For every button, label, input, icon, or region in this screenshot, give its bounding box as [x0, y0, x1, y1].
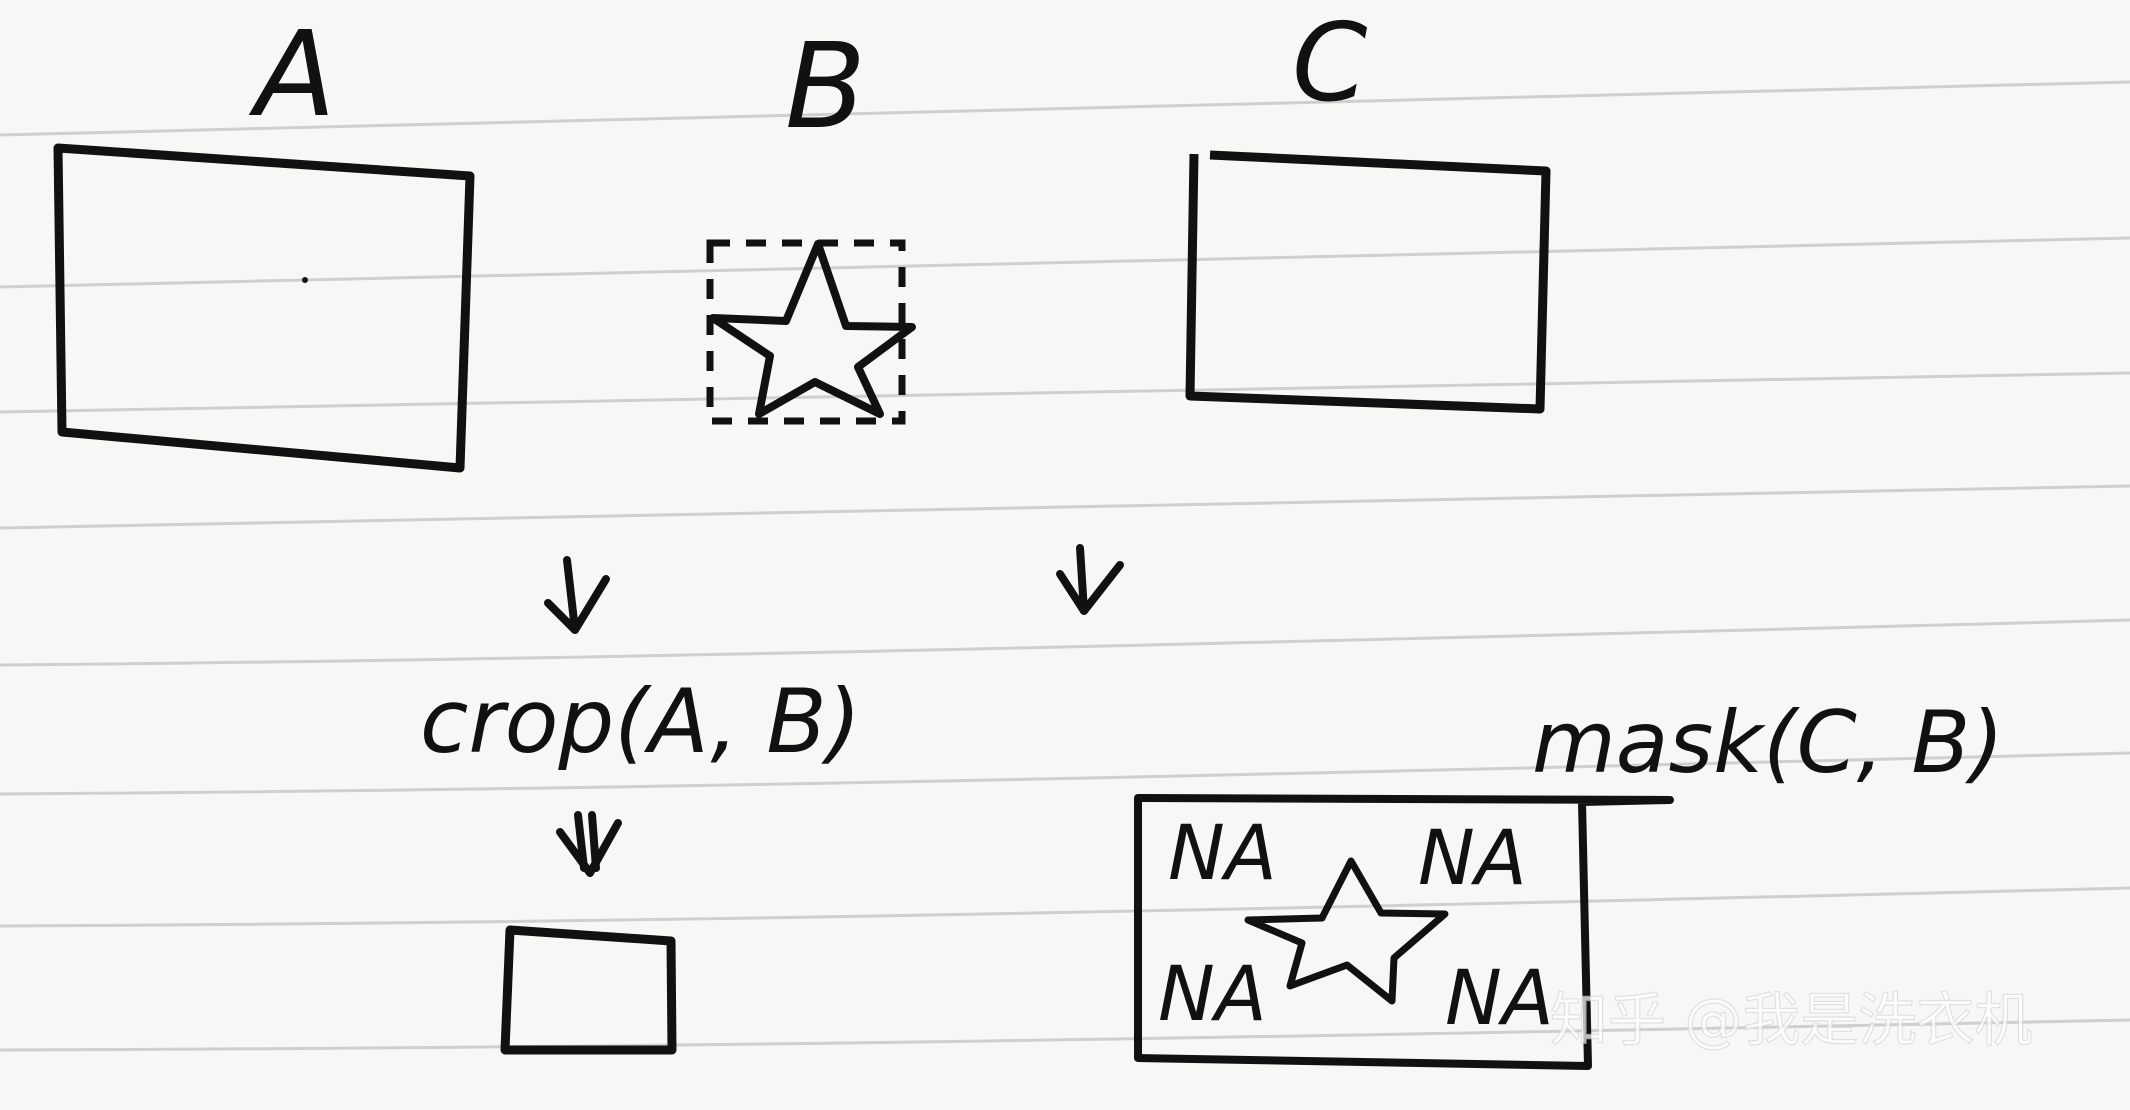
masked-cell-top-right: NA — [1418, 813, 1527, 902]
input-b-group: B — [706, 17, 916, 425]
ruled-lines — [0, 80, 2130, 1052]
star-icon — [709, 240, 916, 418]
rectangle-c — [1185, 150, 1551, 414]
mask-result-group: mask(C, B) NA NA NA NA — [1134, 693, 2004, 1070]
input-c-group: C — [1185, 1, 1551, 414]
label-a: A — [248, 5, 336, 143]
masked-cell-bottom-right: NA — [1445, 953, 1554, 1042]
dashed-bounding-box — [706, 239, 906, 425]
source-watermark: 知乎 @我是洗衣机 — [1550, 986, 2032, 1054]
crop-output-rectangle — [500, 925, 677, 1055]
crop-result-group: crop(A, B) — [420, 670, 861, 1055]
masked-cell-bottom-left: NA — [1158, 949, 1267, 1038]
arrow-down-icon — [544, 556, 610, 634]
label-b: B — [785, 17, 866, 155]
rectangle-a — [53, 143, 475, 473]
mask-output-rectangle — [1134, 794, 1674, 1070]
mask-label: mask(C, B) — [1532, 693, 2004, 793]
label-c: C — [1292, 1, 1368, 126]
arrow-down-icon — [1056, 544, 1124, 615]
crop-label: crop(A, B) — [420, 670, 861, 773]
input-a-group: A — [53, 5, 475, 473]
dot-mark — [302, 277, 308, 283]
star-icon — [1244, 857, 1449, 1005]
flow-arrows — [544, 544, 1124, 877]
masked-cell-top-left: NA — [1168, 808, 1277, 897]
double-arrow-down-icon — [556, 811, 622, 877]
